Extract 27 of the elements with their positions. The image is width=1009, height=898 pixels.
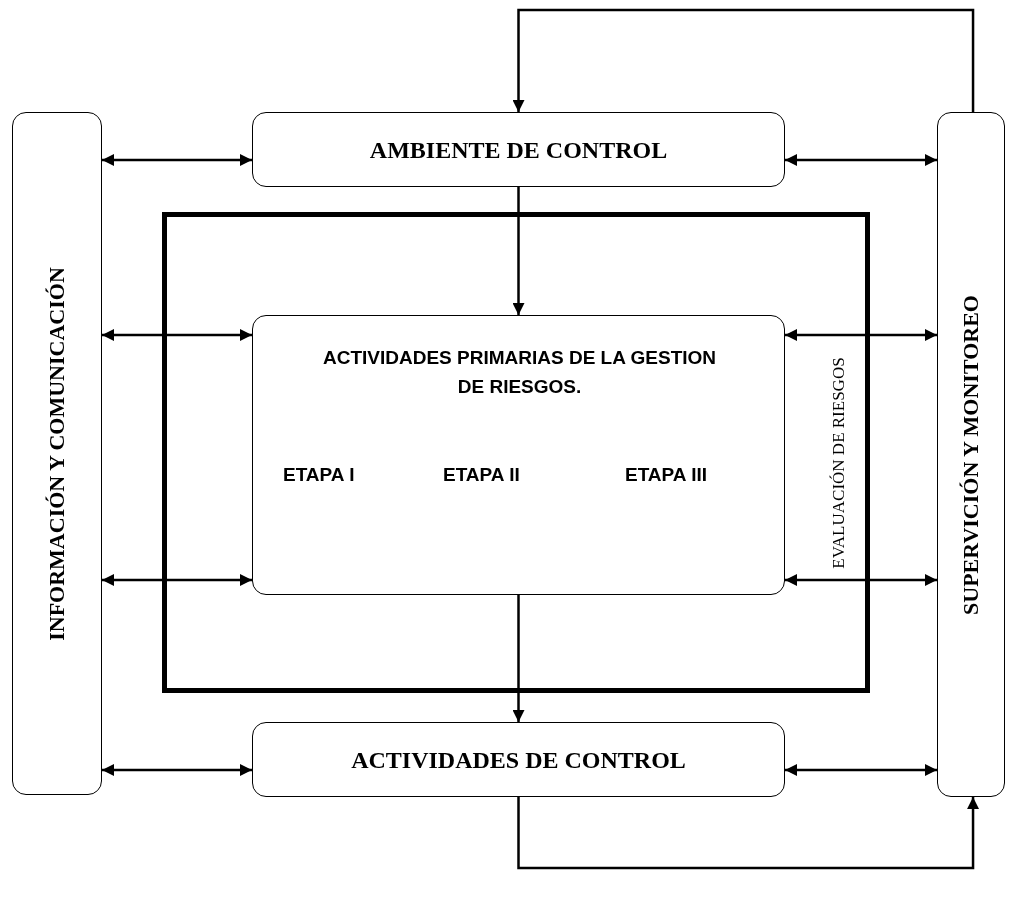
arrow bbox=[785, 154, 937, 166]
stage-label: ETAPA I bbox=[283, 463, 355, 487]
arrow bbox=[785, 764, 937, 776]
box-label: SUPERVICIÓN Y MONITOREO bbox=[958, 294, 984, 615]
process-box bbox=[12, 112, 102, 795]
stage-label: ETAPA II bbox=[443, 463, 520, 487]
arrow bbox=[512, 595, 525, 722]
process-box bbox=[252, 315, 785, 595]
arrow bbox=[785, 329, 937, 341]
box-label: ACTIVIDADES DE CONTROL bbox=[350, 746, 687, 773]
stage-label: ETAPA III bbox=[625, 463, 707, 487]
box-label: INFORMACIÓN Y COMUNICACIÓN bbox=[44, 266, 70, 641]
arrow bbox=[517, 797, 980, 870]
box-label: AMBIENTE DE CONTROL bbox=[368, 136, 669, 163]
arrow bbox=[102, 574, 252, 586]
arrow bbox=[512, 8, 975, 112]
arrow bbox=[102, 764, 252, 776]
process-box bbox=[252, 112, 785, 187]
arrow bbox=[102, 154, 252, 166]
group-frame bbox=[162, 212, 870, 693]
arrow bbox=[785, 574, 937, 586]
process-box bbox=[252, 722, 785, 797]
box-heading: ACTIVIDADES PRIMARIAS DE LA GESTION DE RIESGOS. bbox=[321, 346, 717, 399]
arrow bbox=[512, 187, 525, 315]
arrow bbox=[102, 329, 252, 341]
process-box bbox=[937, 112, 1005, 797]
frame-label: EVALUACIÓN DE RIESGOS bbox=[829, 357, 849, 569]
